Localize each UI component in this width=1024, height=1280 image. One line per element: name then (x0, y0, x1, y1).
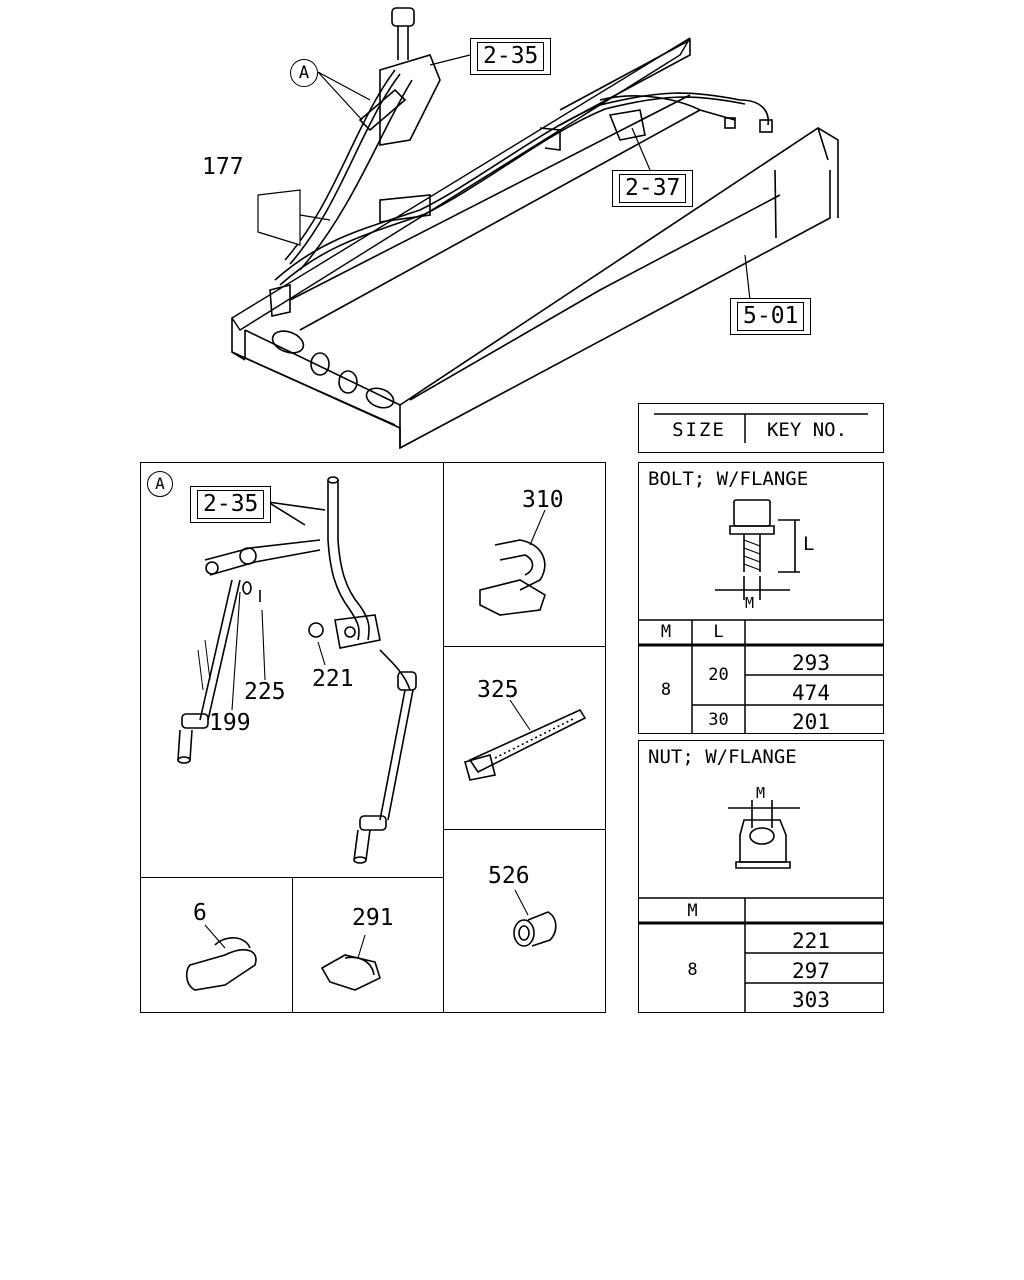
part-325-label[interactable]: 325 (477, 677, 519, 703)
bolt-drawing (715, 499, 800, 600)
bolt-title: BOLT; W/FLANGE (648, 468, 809, 490)
bolt-dim-l: L (803, 533, 815, 555)
bolt-key-201[interactable]: 201 (792, 710, 830, 734)
bolt-key-293[interactable]: 293 (792, 651, 830, 675)
bolt-table (638, 462, 884, 734)
ref-2-35-detail-label: 2-35 (197, 490, 265, 519)
bolt-l-30: 30 (708, 710, 729, 730)
callout-a-circle[interactable]: A (290, 59, 318, 87)
header-size: SIZE (672, 419, 726, 441)
bolt-col-m: M (660, 622, 672, 642)
part-221-label[interactable]: 221 (312, 666, 354, 692)
part-310-label[interactable]: 310 (522, 487, 564, 513)
leader-lines-main (257, 54, 751, 301)
part-177-label[interactable]: 177 (202, 154, 244, 180)
grommet-526-drawing (513, 889, 557, 947)
bolt-m-value: 8 (660, 680, 672, 700)
part-225-label[interactable]: 225 (244, 679, 286, 705)
bolt-dim-m: M (745, 594, 755, 612)
ref-2-35-main[interactable]: 2-35 (470, 38, 552, 75)
nut-dim-m: M (756, 784, 766, 802)
bolt-key-474[interactable]: 474 (792, 681, 830, 705)
part-6-label[interactable]: 6 (193, 900, 207, 926)
clip-291-drawing (320, 934, 381, 991)
nut-key-297[interactable]: 297 (792, 959, 830, 983)
cable-tie-325-drawing (464, 699, 587, 781)
nut-drawing (728, 800, 800, 869)
part-199-label[interactable]: 199 (209, 710, 251, 736)
nut-key-303[interactable]: 303 (792, 988, 830, 1012)
ref-2-37[interactable]: 2-37 (612, 170, 694, 207)
part-291-label[interactable]: 291 (352, 905, 394, 931)
nut-title: NUT; W/FLANGE (648, 746, 797, 768)
detail-a-artwork (177, 476, 417, 864)
ref-2-35-main-label: 2-35 (477, 42, 545, 71)
nut-m-value: 8 (687, 960, 698, 980)
bolt-col-l: L (713, 622, 724, 642)
clamp-310-drawing (479, 509, 546, 616)
chassis-frame (231, 37, 839, 450)
clip-6-drawing (185, 924, 257, 991)
ref-2-35-detail[interactable]: 2-35 (190, 486, 272, 523)
nut-table (638, 740, 884, 1013)
nut-col-m: M (687, 901, 698, 921)
shift-cables (269, 7, 773, 317)
ref-5-01-label: 5-01 (737, 302, 805, 331)
ref-5-01[interactable]: 5-01 (730, 298, 812, 335)
cell-291 (292, 877, 444, 1013)
size-key-header (638, 403, 884, 453)
ref-2-37-label: 2-37 (619, 174, 687, 203)
detail-a-marker: A (147, 471, 173, 497)
nut-key-221[interactable]: 221 (792, 929, 830, 953)
part-526-label[interactable]: 526 (488, 863, 530, 889)
header-key-no: KEY NO. (766, 419, 848, 441)
bolt-l-20: 20 (708, 665, 729, 685)
